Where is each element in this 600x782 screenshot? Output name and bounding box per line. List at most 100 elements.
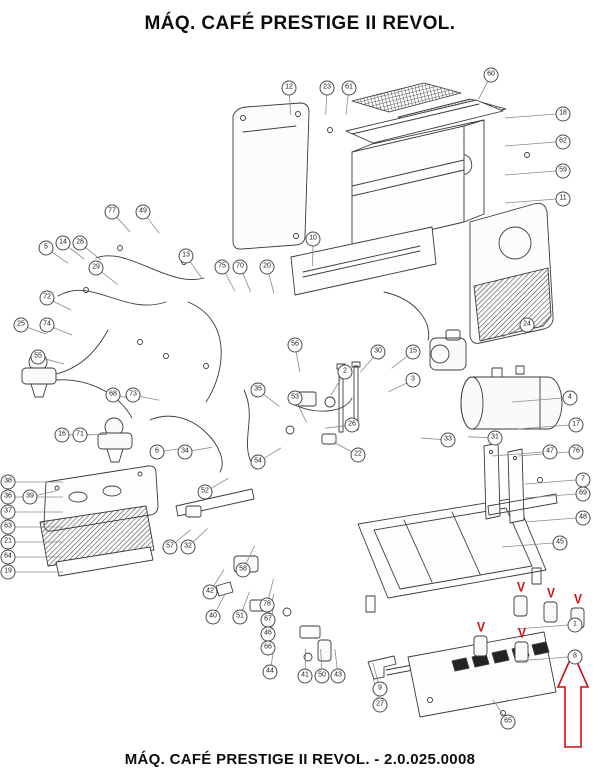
machine-body <box>351 119 485 249</box>
part-callout-17: 17 <box>568 417 584 433</box>
part-callout-75: 75 <box>214 259 230 275</box>
part-callout-39: 39 <box>22 489 38 505</box>
part-callout-69: 69 <box>575 486 591 502</box>
part-callout-57: 57 <box>162 539 178 555</box>
part-callout-13: 13 <box>178 248 194 264</box>
part-callout-7: 7 <box>575 472 591 488</box>
part-callout-56: 56 <box>287 337 303 353</box>
part-callout-64: 64 <box>0 549 16 565</box>
part-callout-49: 49 <box>135 204 151 220</box>
part-callout-47: 47 <box>542 444 558 460</box>
part-callout-27: 27 <box>372 697 388 713</box>
part-callout-36: 36 <box>0 489 16 505</box>
part-callout-63: 63 <box>0 519 16 535</box>
red-up-arrow <box>556 651 590 748</box>
part-callout-19: 19 <box>0 564 16 580</box>
part-callout-78: 78 <box>259 597 275 613</box>
part-callout-8: 8 <box>567 649 583 665</box>
leg-cylinders <box>473 595 585 663</box>
red-check-mark: V <box>573 590 583 608</box>
part-callout-24: 24 <box>519 317 535 333</box>
part-callout-9: 9 <box>372 681 388 697</box>
part-callout-2: 2 <box>337 364 353 380</box>
part-callout-18: 18 <box>555 106 571 122</box>
part-callout-31: 31 <box>487 430 503 446</box>
drip-grid <box>39 505 155 577</box>
part-callout-67: 67 <box>260 612 276 628</box>
part-callout-22: 22 <box>350 447 366 463</box>
red-check-mark: V <box>516 578 526 596</box>
red-check-mark: V <box>546 584 556 602</box>
part-callout-43: 43 <box>330 668 346 684</box>
part-callout-33: 33 <box>440 432 456 448</box>
part-callout-53: 53 <box>287 390 303 406</box>
part-callout-4: 4 <box>562 390 578 406</box>
part-callout-10: 10 <box>305 231 321 247</box>
part-callout-32: 32 <box>180 539 196 555</box>
part-callout-38: 38 <box>0 474 16 490</box>
part-callout-71: 71 <box>72 427 88 443</box>
part-callout-25: 25 <box>13 317 29 333</box>
page-footer: MÁQ. CAFÉ PRESTIGE II REVOL. - 2.0.025.0… <box>124 751 476 768</box>
part-callout-26: 26 <box>344 417 360 433</box>
part-callout-37: 37 <box>0 504 16 520</box>
part-callout-45: 45 <box>552 535 568 551</box>
part-callout-11: 11 <box>555 191 571 207</box>
part-callout-5: 5 <box>38 240 54 256</box>
part-callout-73: 73 <box>125 387 141 403</box>
part-callout-41: 41 <box>297 668 313 684</box>
part-callout-34: 34 <box>177 444 193 460</box>
part-callout-16: 16 <box>54 427 70 443</box>
vent-panel <box>407 631 557 718</box>
page-title: MÁQ. CAFÉ PRESTIGE II REVOL. <box>144 13 456 34</box>
part-callout-54: 54 <box>250 454 266 470</box>
part-callout-61: 61 <box>341 80 357 96</box>
part-callout-3: 3 <box>405 372 421 388</box>
part-callout-58: 58 <box>235 562 251 578</box>
part-callout-44: 44 <box>262 664 278 680</box>
part-callout-6: 6 <box>149 444 165 460</box>
part-callout-52: 52 <box>197 484 213 500</box>
part-callout-48: 48 <box>575 510 591 526</box>
gasket-ring <box>375 154 473 186</box>
part-callout-70: 70 <box>232 259 248 275</box>
part-callout-28: 28 <box>72 235 88 251</box>
part-callout-60: 60 <box>483 67 499 83</box>
part-callout-23: 23 <box>319 80 335 96</box>
part-callout-29: 29 <box>88 260 104 276</box>
cup-warmer-grids <box>345 82 507 144</box>
part-callout-62: 62 <box>555 134 571 150</box>
part-callout-74: 74 <box>39 317 55 333</box>
pipes <box>55 255 430 473</box>
part-callout-76: 76 <box>568 444 584 460</box>
drip-tray-panel <box>43 465 159 532</box>
part-callout-55: 55 <box>30 349 46 365</box>
part-callout-65: 65 <box>500 714 516 730</box>
part-callout-46: 46 <box>260 626 276 642</box>
part-callout-51: 51 <box>232 609 248 625</box>
red-check-mark: V <box>517 624 527 642</box>
motor-pump <box>429 329 467 371</box>
bottom-parts <box>215 555 472 680</box>
part-callout-21: 21 <box>0 534 16 550</box>
part-callout-50: 50 <box>314 668 330 684</box>
part-callout-35: 35 <box>250 382 266 398</box>
side-panel-left <box>232 102 310 250</box>
part-callout-30: 30 <box>370 344 386 360</box>
part-callout-42: 42 <box>202 584 218 600</box>
part-callout-66: 66 <box>260 640 276 656</box>
part-callout-20: 20 <box>259 259 275 275</box>
part-callout-59: 59 <box>555 163 571 179</box>
part-callout-12: 12 <box>281 80 297 96</box>
part-callout-14: 14 <box>55 235 71 251</box>
part-callout-77: 77 <box>104 204 120 220</box>
side-panel-right <box>469 202 554 344</box>
part-callout-68: 68 <box>105 387 121 403</box>
mounting-bracket <box>175 488 255 518</box>
part-callout-1: 1 <box>567 617 583 633</box>
red-check-mark: V <box>476 618 486 636</box>
brew-groups <box>21 352 133 463</box>
part-callout-72: 72 <box>39 290 55 306</box>
